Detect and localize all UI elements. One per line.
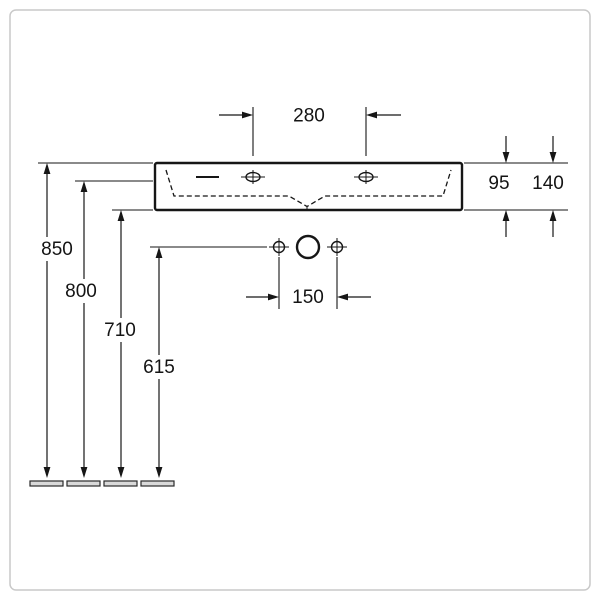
arrowhead-down — [80, 467, 88, 478]
dimension-800-label: 800 — [65, 281, 97, 302]
arrowhead-left — [337, 293, 348, 301]
dimension-95-label: 95 — [488, 173, 509, 194]
dimension-140-label: 140 — [532, 173, 564, 194]
arrowhead-right — [242, 111, 253, 119]
arrowhead-left — [366, 111, 377, 119]
floor-tile — [29, 480, 64, 487]
floor-tile — [66, 480, 101, 487]
mounting-hole-right-icon — [327, 238, 347, 256]
arrowhead-down — [502, 152, 510, 163]
arrowhead-up — [155, 247, 163, 258]
dimension-140: 140 — [530, 136, 566, 237]
inner-bowl-hidden-line — [165, 169, 452, 208]
faucet-hole-left-icon — [241, 170, 265, 184]
dimension-850: 850 — [38, 162, 153, 478]
floor-tile — [140, 480, 175, 487]
arrowhead-down — [155, 467, 163, 478]
arrowhead-up — [502, 210, 510, 221]
floor-reference-marks — [29, 480, 175, 487]
dimension-150: 150 — [246, 257, 371, 311]
dimension-615-label: 615 — [143, 357, 175, 378]
basin-front-view — [153, 161, 464, 212]
wall-fittings — [269, 234, 347, 260]
faucet-hole-right-icon — [354, 170, 378, 184]
dimension-710-label: 710 — [104, 320, 136, 341]
arrowhead-right — [268, 293, 279, 301]
mounting-hole-left-icon — [269, 238, 289, 256]
dimension-95: 95 — [486, 136, 512, 237]
arrowhead-up — [80, 181, 88, 192]
dimension-280: 280 — [219, 103, 401, 156]
dimension-150-label: 150 — [292, 287, 324, 308]
dimension-850-label: 850 — [41, 239, 73, 260]
dimension-800: 800 — [63, 180, 153, 478]
dimension-710: 710 — [102, 209, 153, 478]
basin-outline — [153, 161, 464, 212]
floor-tile — [103, 480, 138, 487]
arrowhead-up — [549, 210, 557, 221]
arrowhead-down — [549, 152, 557, 163]
arrowhead-down — [43, 467, 51, 478]
dimension-280-label: 280 — [293, 106, 325, 127]
drain-outlet-icon — [295, 234, 321, 260]
arrowhead-up — [43, 163, 51, 174]
arrowhead-up — [117, 210, 125, 221]
drawing-border — [9, 9, 591, 591]
arrowhead-down — [117, 467, 125, 478]
dimension-615: 615 — [141, 246, 267, 478]
